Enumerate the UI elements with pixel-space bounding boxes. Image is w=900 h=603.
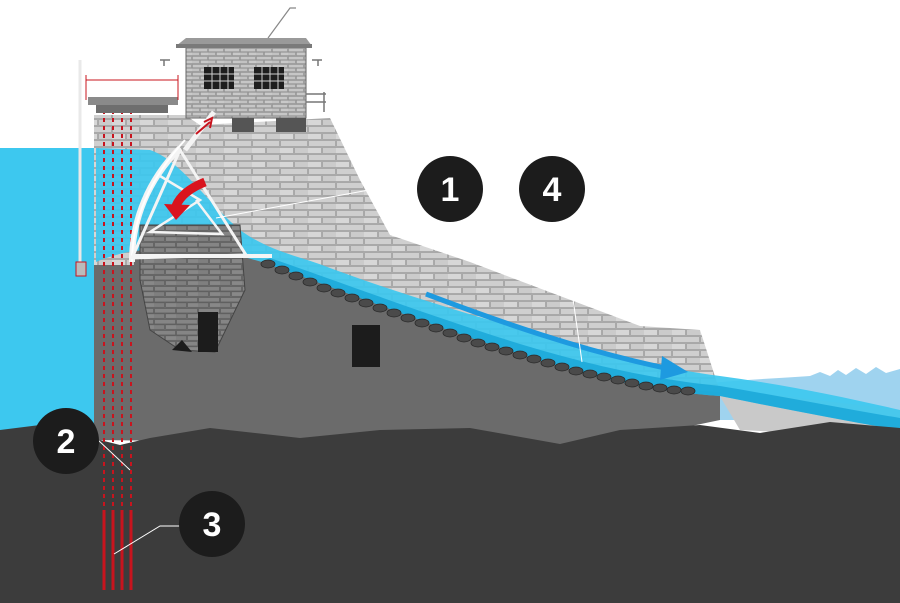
drain-opening — [352, 325, 380, 367]
crest-platform — [75, 60, 179, 277]
gatehouse-window-right — [254, 67, 284, 89]
anchor-bars — [102, 110, 133, 590]
masonry-facing — [94, 115, 720, 392]
callout-4: 4 — [519, 156, 585, 222]
callout-2-label: 2 — [57, 423, 76, 461]
arrow-right-icon — [425, 291, 688, 380]
bedrock — [0, 422, 900, 603]
leader-lines — [97, 187, 583, 555]
callout-1-circle — [417, 156, 483, 222]
callout-3-circle — [179, 491, 245, 557]
callout-2: 2 — [33, 408, 99, 474]
callout-4-label: 4 — [543, 171, 562, 209]
curved-arrow-icon — [164, 177, 207, 220]
riprap-stones — [260, 259, 696, 396]
dam-body — [94, 247, 720, 445]
chamber-wedge — [172, 340, 192, 352]
callout-4-circle — [519, 156, 585, 222]
callout-3-label: 3 — [203, 506, 222, 544]
gate-arm-pointer — [195, 116, 214, 135]
callout-3: 3 — [179, 491, 245, 557]
reservoir-water — [0, 148, 96, 438]
callout-1: 1 — [417, 156, 483, 222]
callout-2-circle — [33, 408, 99, 474]
spillway-water — [96, 148, 900, 430]
spillway-water-deep — [262, 258, 900, 430]
chamber-opening — [198, 312, 218, 352]
gate-house — [160, 7, 326, 132]
gatehouse-window-left — [204, 67, 234, 89]
callout-1-label: 1 — [441, 171, 460, 209]
